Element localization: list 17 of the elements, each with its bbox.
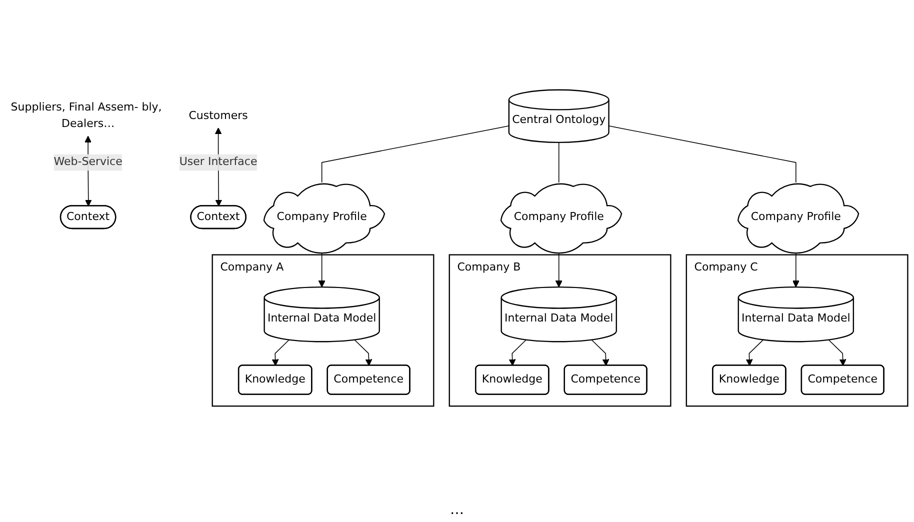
node-text: Customers xyxy=(188,109,248,122)
arrow xyxy=(746,339,764,366)
connector xyxy=(558,142,560,183)
arrow xyxy=(508,339,527,366)
arrow xyxy=(555,251,562,288)
edge-label: User Interface xyxy=(179,156,258,168)
arrow xyxy=(354,339,372,366)
edge-label: Web-Service xyxy=(54,156,122,168)
arrow xyxy=(272,339,290,366)
arrow xyxy=(828,339,846,366)
arrow xyxy=(318,251,326,288)
arrow xyxy=(591,339,610,366)
connector xyxy=(608,126,796,183)
node-text: Suppliers, Final Assem- bly, Dealers… xyxy=(10,101,162,130)
arrow xyxy=(792,251,800,288)
ellipsis-note: … xyxy=(450,502,464,518)
connector xyxy=(321,126,510,183)
